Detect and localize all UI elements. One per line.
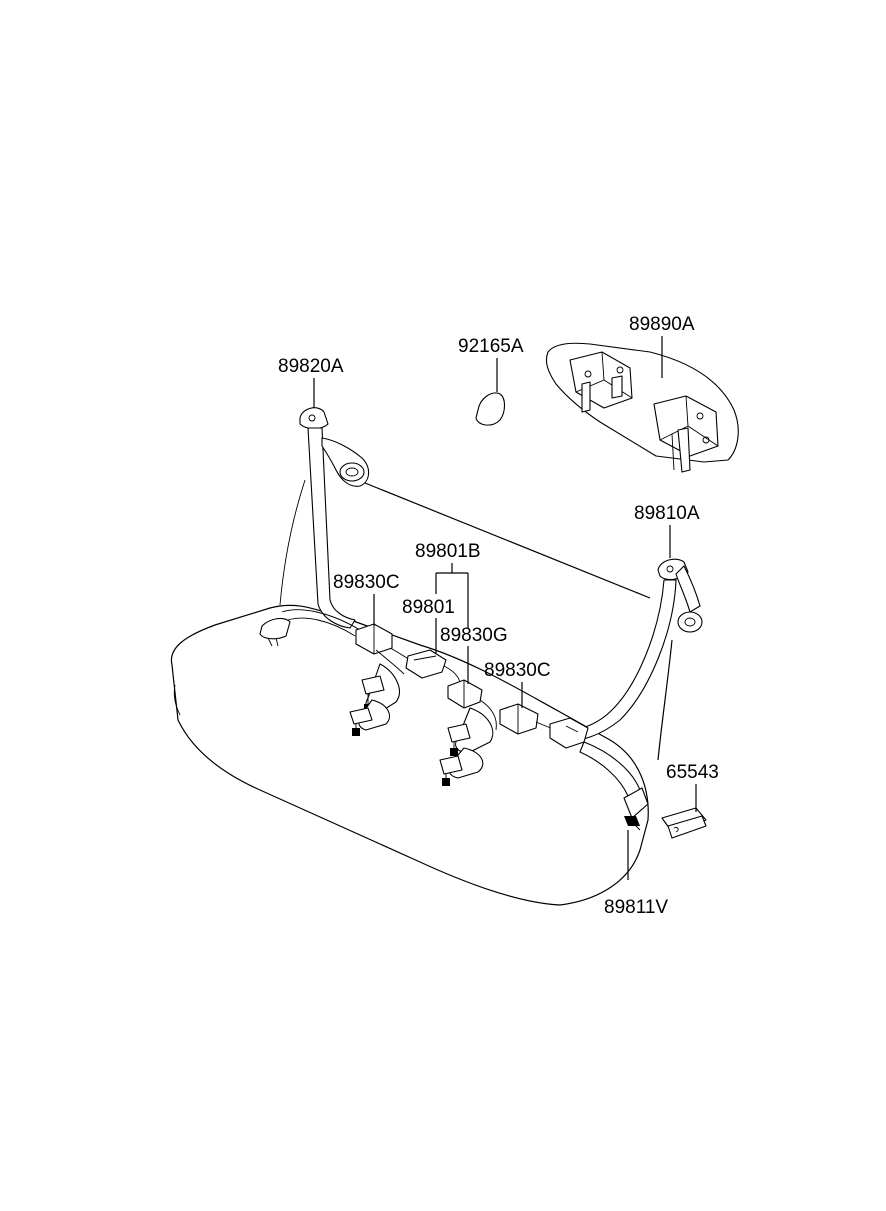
shelf-edge-line [364, 482, 651, 599]
buckle-center [447, 679, 497, 731]
label-89830C-left: 89830C [333, 572, 400, 593]
right-seat-belt-assembly [549, 558, 703, 831]
label-65543: 65543 [666, 762, 719, 783]
label-89830G: 89830G [440, 625, 508, 646]
center-buckle-bolts-right [439, 707, 494, 786]
label-89801B: 89801B [415, 541, 481, 562]
label-89890A: 89890A [629, 314, 695, 335]
center-buckle-bolts-left [349, 663, 400, 736]
leader-lines [313, 336, 697, 880]
label-89830C-right: 89830C [484, 660, 551, 681]
center-tongue [405, 649, 461, 691]
label-92165A: 92165A [458, 336, 524, 357]
label-89810A: 89810A [634, 503, 700, 524]
left-seat-belt-assembly [259, 407, 411, 661]
retractor-cable-right [657, 639, 673, 761]
label-sticker [661, 807, 707, 839]
label-89820A: 89820A [278, 356, 344, 377]
label-89801: 89801 [402, 597, 455, 618]
cap-part [475, 392, 506, 426]
seat-cushion [170, 604, 649, 906]
rear-shelf-cover [545, 342, 739, 473]
label-89811V: 89811V [604, 897, 668, 918]
